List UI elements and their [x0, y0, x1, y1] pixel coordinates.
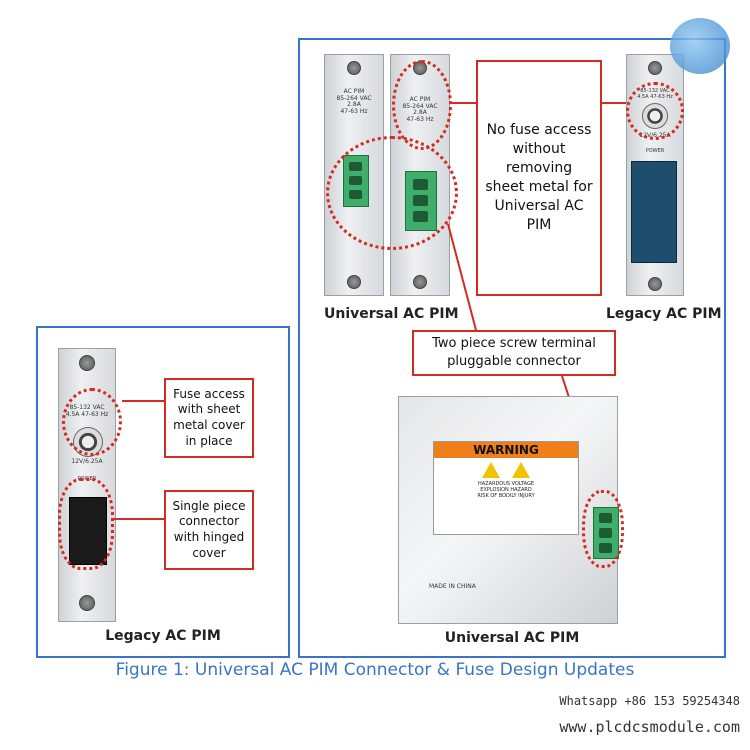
two-piece-connector-callout: Two piece screw terminal pluggable conne… [412, 330, 616, 376]
legacy-panel-caption: Legacy AC PIM [105, 628, 221, 644]
watermark-logo-icon [670, 18, 730, 74]
bottom-screw-icon [413, 275, 427, 289]
watermark-site: www.plcdcsmodule.com [559, 718, 740, 736]
warning-label: WARNING HAZARDOUS VOLTAGE EXPLOSION HAZA… [433, 441, 579, 535]
connector-highlight [58, 478, 114, 570]
electrical-hazard-icon [482, 462, 500, 478]
explosion-hazard-icon [512, 462, 530, 478]
callout-line-connector [114, 518, 166, 520]
legacy-panel: 85-132 VAC 4.5A 47-63 Hz 12V/6.25A POWER… [36, 326, 290, 658]
watermark-phone: Whatsapp +86 153 59254348 [559, 694, 740, 708]
callout-line-fuse-right [600, 102, 630, 104]
bottom-connector-highlight [582, 490, 624, 568]
warning-lines: HAZARDOUS VOLTAGE EXPLOSION HAZARD RISK … [477, 481, 535, 499]
bottom-screw-icon [79, 595, 95, 611]
top-screw-icon [79, 355, 95, 371]
legacy-top-connector [631, 161, 677, 263]
universal-panel: AC PIM 85-264 VAC 2.8A 47-63 Hz AC PIM 8… [298, 38, 726, 658]
fuse-access-callout: Fuse access with sheet metal cover in pl… [164, 378, 254, 458]
universal-connector-highlight [326, 136, 458, 250]
top-screw-icon [648, 61, 662, 75]
legacy-top-power: POWER [645, 148, 665, 154]
legacy-top-caption: Legacy AC PIM [606, 306, 722, 322]
callout-line-fuse-left [452, 102, 478, 104]
universal-top-caption: Universal AC PIM [324, 306, 459, 322]
universal-bottom-caption: Universal AC PIM [444, 630, 580, 646]
legacy-module-rating: 12V/6.25A [71, 458, 103, 465]
warning-title: WARNING [434, 442, 578, 458]
figure-title: Figure 1: Universal AC PIM Connector & F… [115, 660, 635, 680]
made-in-label: MADE IN CHINA [429, 583, 476, 590]
no-fuse-access-callout: No fuse access without removing sheet me… [476, 60, 602, 296]
bottom-screw-icon [648, 277, 662, 291]
top-screw-icon [347, 61, 361, 75]
bottom-screw-icon [347, 275, 361, 289]
single-piece-connector-callout: Single piece connector with hinged cover [164, 490, 254, 570]
universal-module-1-label: AC PIM 85-264 VAC 2.8A 47-63 Hz [336, 88, 372, 115]
callout-line-fuse [122, 400, 166, 402]
legacy-top-fuse-highlight [626, 82, 684, 140]
fuse-highlight [62, 388, 122, 456]
